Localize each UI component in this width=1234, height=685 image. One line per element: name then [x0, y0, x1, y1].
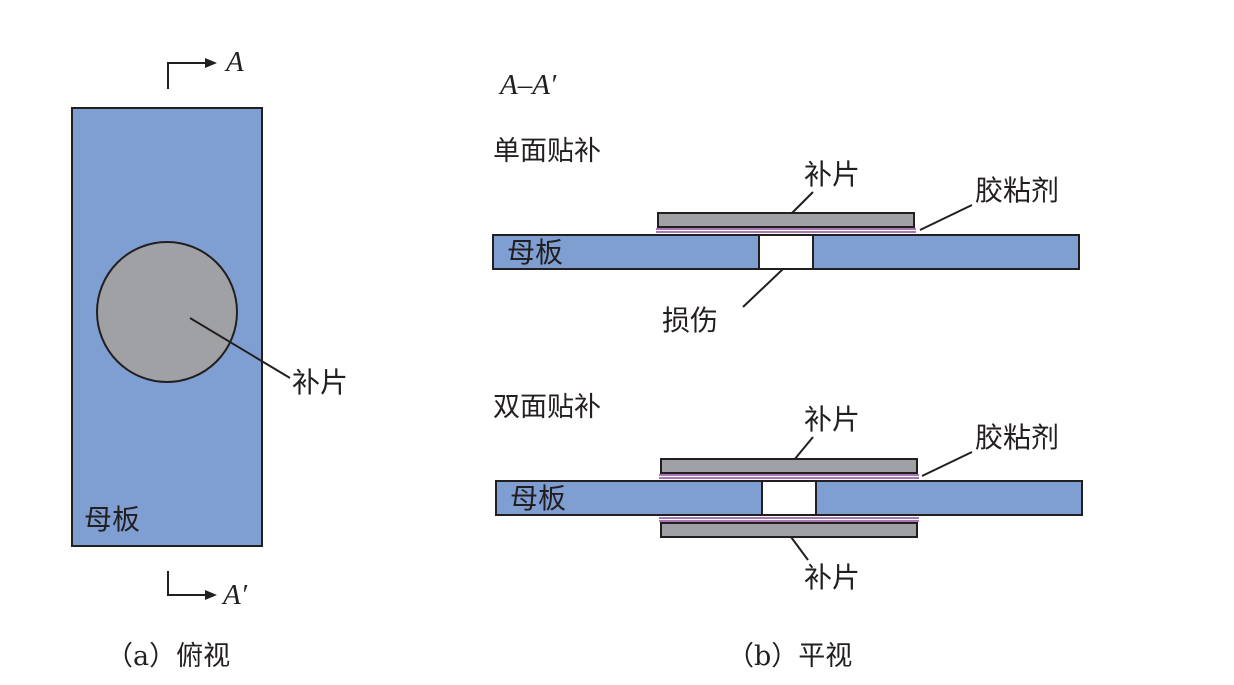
damage-leader: [742, 268, 784, 308]
double-sided-top-patch-leader: [793, 436, 814, 461]
single-sided-patch: [657, 212, 915, 228]
patch-leader-top-view: [189, 317, 291, 379]
section-arrow-a: [167, 62, 205, 89]
patch-top-view: [96, 241, 238, 383]
single-sided-repair: 单面贴补 母板 补片 胶粘剂 损伤: [492, 136, 1080, 337]
damage-label: 损伤: [662, 304, 718, 337]
section-arrow-a-prime: [167, 571, 205, 596]
single-sided-title: 单面贴补: [493, 136, 601, 167]
section-title: A–A′: [498, 69, 557, 101]
section-view: A–A′ 单面贴补 母板 补片 胶粘剂 损伤 双面贴补 补片: [492, 69, 1083, 672]
mother-plate-label-top-view: 母板: [84, 503, 140, 536]
double-sided-bottom-patch-label: 补片: [804, 561, 860, 594]
double-sided-bottom-patch: [660, 522, 918, 538]
single-sided-patch-leader: [791, 191, 814, 214]
top-view: A 补片 母板 A′ （a）俯视: [71, 46, 348, 672]
single-sided-adhesive-label: 胶粘剂: [975, 174, 1059, 207]
double-sided-top-patch-label: 补片: [804, 403, 860, 436]
section-label-a-prime: A′: [221, 579, 248, 611]
single-sided-adhesive-leader: [919, 204, 973, 231]
patch-label-top-view: 补片: [292, 366, 348, 399]
single-sided-patch-label: 补片: [804, 158, 860, 191]
double-sided-adhesive-leader: [921, 451, 973, 477]
double-sided-adhesive-label: 胶粘剂: [975, 421, 1059, 454]
double-sided-top-patch: [660, 458, 918, 474]
double-sided-bottom-patch-leader: [790, 536, 809, 561]
caption-top-view: （a）俯视: [106, 641, 230, 672]
double-sided-title: 双面贴补: [493, 392, 601, 423]
section-arrow-a-head: [205, 58, 217, 68]
section-label-a: A: [224, 46, 244, 78]
double-sided-mother-plate-label: 母板: [510, 482, 566, 515]
double-sided-damage: [761, 480, 817, 516]
single-sided-mother-plate-label: 母板: [507, 236, 563, 269]
caption-section-view: （b）平视: [727, 641, 852, 672]
single-sided-damage: [758, 234, 814, 270]
double-sided-repair: 双面贴补 补片 母板 胶粘剂 补片: [493, 392, 1083, 594]
section-arrow-a-prime-head: [205, 590, 217, 600]
